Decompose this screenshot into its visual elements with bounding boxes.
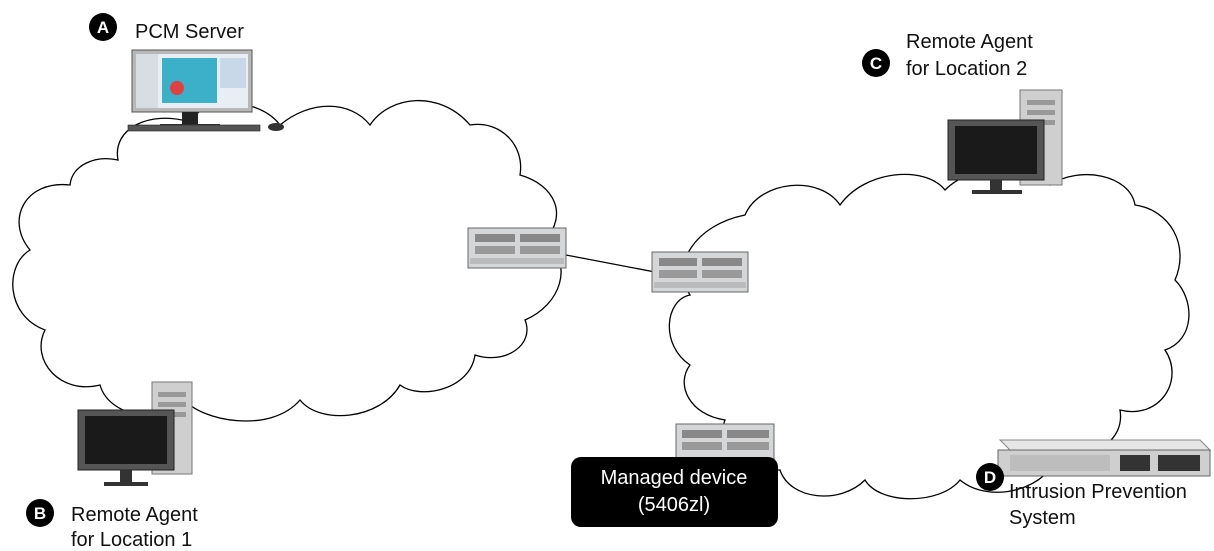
badge-a	[89, 13, 117, 41]
ips-appliance	[997, 439, 1212, 477]
badge-d	[976, 463, 1004, 491]
network-switch-1	[467, 227, 567, 269]
remote-agent-1-computer	[77, 381, 193, 486]
pcm-server-computer	[127, 49, 284, 132]
remote-agent-2-computer	[947, 89, 1063, 194]
remote-agent-1-label-line1: Remote Agent	[71, 504, 198, 526]
remote-agent-2-label-line1: Remote Agent	[906, 31, 1033, 53]
switch-link	[565, 254, 656, 273]
ips-label-line1: Intrusion Prevention	[1009, 481, 1187, 503]
badge-c	[862, 49, 890, 77]
ips-label-line2: System	[1009, 507, 1076, 529]
managed-device-switch	[675, 423, 775, 461]
network-switch-2	[651, 251, 749, 293]
remote-agent-1-label-line2: for Location 1	[71, 529, 192, 551]
managed-device-box	[571, 457, 778, 527]
managed-device-label-line1: Managed device	[601, 467, 748, 489]
pcm-server-label: PCM Server	[135, 21, 244, 43]
badge-b	[26, 499, 54, 527]
managed-device-label-line2: (5406zl)	[638, 494, 710, 516]
badge-c-letter: C	[870, 54, 882, 73]
badge-d-letter: D	[984, 468, 996, 487]
left-network-cloud	[12, 99, 562, 422]
badge-a-letter: A	[97, 18, 109, 37]
remote-agent-2-label-line2: for Location 2	[906, 58, 1027, 80]
badge-b-letter: B	[34, 504, 46, 523]
